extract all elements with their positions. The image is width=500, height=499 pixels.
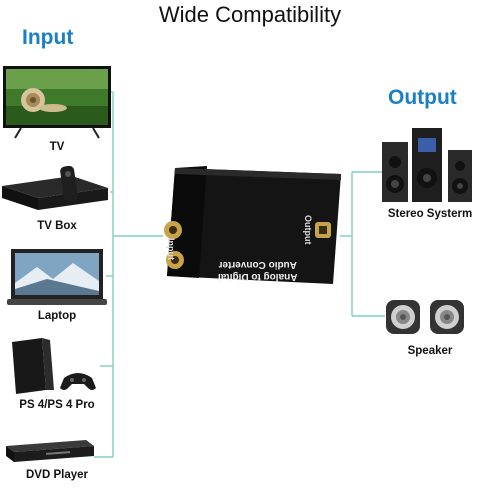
converter-name: Analog to Digital Audio Converter (218, 258, 297, 282)
output-label-speaker: Speaker (407, 345, 453, 357)
input-heading: Input (22, 26, 74, 49)
input-label-tv-box: TV Box (37, 220, 77, 232)
output-label-stereo-system: Stereo Systerm (387, 208, 473, 220)
tv-box-icon (2, 166, 108, 210)
converter-name-line1: Analog to Digital (218, 271, 298, 282)
converter-name-line2: Audio Converter (218, 259, 297, 270)
ps4-icon (12, 338, 96, 394)
input-label-tv: TV (49, 141, 65, 153)
rca-input-jacks (164, 221, 184, 269)
input-label-ps4: PS 4/PS 4 Pro (19, 399, 95, 411)
dvd-player-icon (6, 440, 94, 462)
converter-input-label: Input (166, 238, 176, 260)
page-title: Wide Compatibility (158, 2, 342, 27)
stereo-system-icon (382, 128, 472, 202)
output-heading: Output (388, 86, 457, 109)
tv-icon (3, 66, 111, 139)
converter-device (164, 166, 341, 284)
laptop-icon (7, 249, 107, 305)
input-label-dvd-player: DVD Player (25, 469, 88, 481)
input-label-laptop: Laptop (37, 310, 77, 322)
converter-output-label: Output (303, 215, 313, 245)
speaker-icon (386, 300, 464, 334)
